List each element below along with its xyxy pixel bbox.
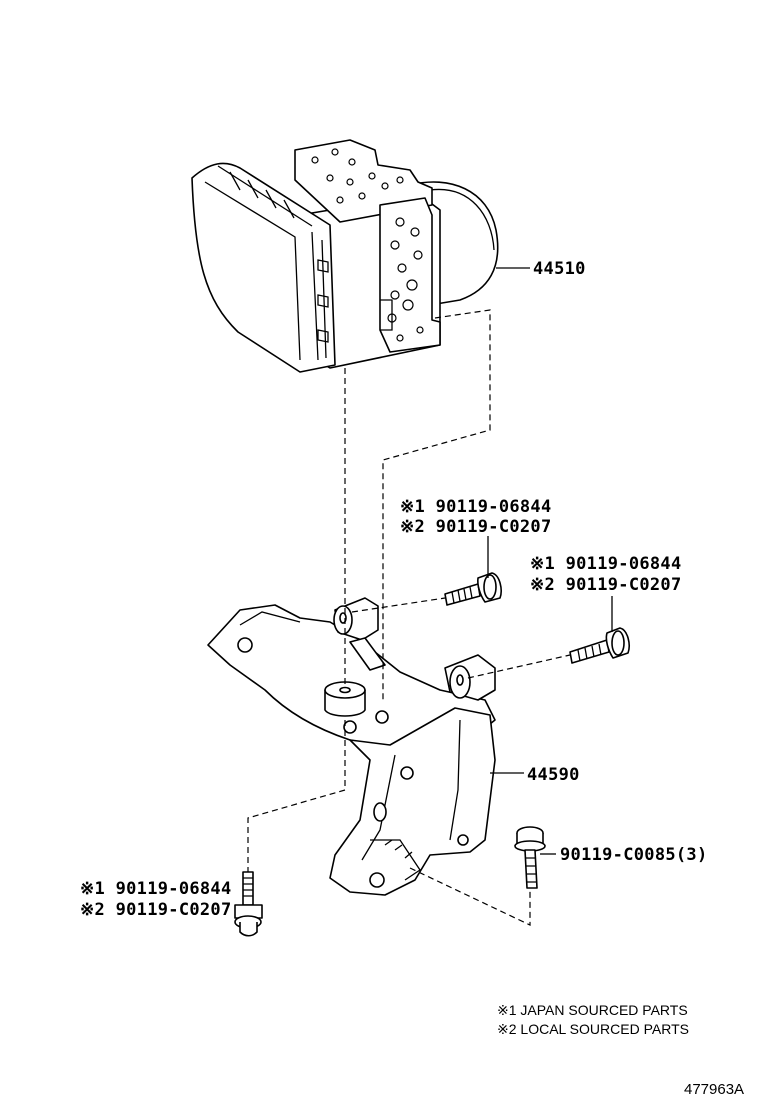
abs-bracket-assembly: [207, 597, 496, 896]
bolt-lower-left: [234, 871, 263, 937]
label-upper-bolt-2: ※2 90119-C0207: [400, 517, 552, 537]
assembly-guide-lines: [247, 309, 571, 926]
abs-actuator-assembly: [191, 139, 499, 373]
leader-lines: [487, 267, 613, 855]
legend-note-2: ※2 LOCAL SOURCED PARTS: [497, 1021, 689, 1037]
label-bracket-bolt: 90119-C0085(3): [560, 845, 708, 865]
label-right-bolt-2: ※2 90119-C0207: [530, 575, 682, 595]
figure-id: 477963A: [684, 1081, 744, 1098]
bolt-upper: [444, 572, 502, 606]
legend-note-1: ※1 JAPAN SOURCED PARTS: [497, 1002, 688, 1018]
label-lower-bolt-2: ※2 90119-C0207: [80, 900, 232, 920]
label-bracket: 44590: [527, 765, 580, 785]
label-right-bolt-1: ※1 90119-06844: [530, 554, 682, 574]
label-lower-bolt-1: ※1 90119-06844: [80, 879, 232, 899]
label-actuator: 44510: [533, 259, 586, 279]
label-upper-bolt-1: ※1 90119-06844: [400, 497, 552, 517]
bolt-right: [569, 627, 630, 664]
bolt-lower-right: [514, 826, 546, 889]
